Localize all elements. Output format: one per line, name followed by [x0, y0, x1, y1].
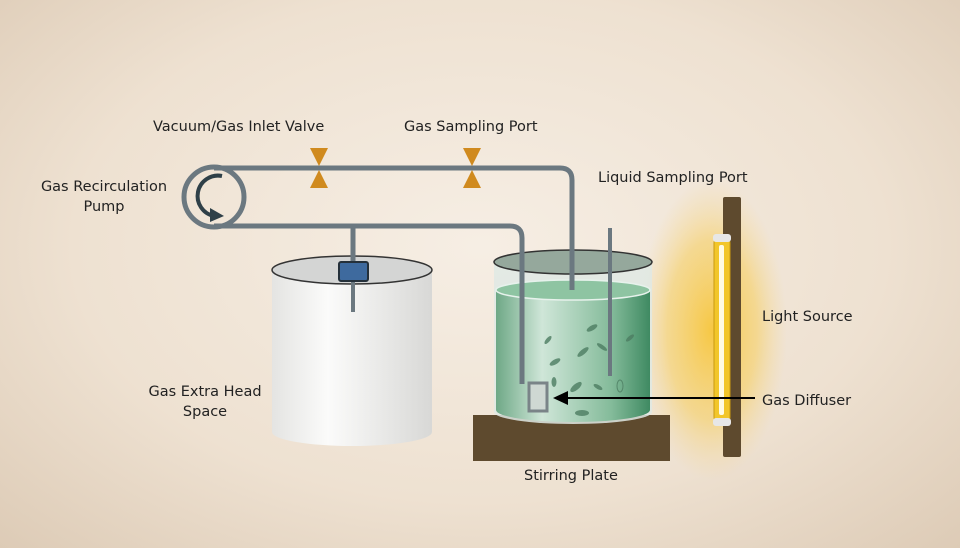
photo-reactor: [493, 228, 653, 424]
gas-diffuser-pointer-arrow: [553, 391, 755, 405]
label-line: Pump: [83, 199, 125, 215]
label-stirring-plate: Stirring Plate: [524, 468, 618, 484]
label-gas-extra-head-space: Gas Extra Head Space: [140, 382, 270, 422]
gas-sampling-port-valve-icon: [463, 148, 481, 188]
light-glow: [637, 180, 787, 480]
label-vacuum-gas-inlet-valve: Vacuum/Gas Inlet Valve: [153, 119, 325, 135]
gas-diffuser: [527, 381, 549, 413]
headspace-connector: [338, 261, 369, 282]
label-light-source: Light Source: [762, 309, 853, 325]
label-gas-recirculation-pump: Gas Recirculation Pump: [36, 177, 172, 217]
label-gas-diffuser: Gas Diffuser: [762, 393, 852, 409]
label-gas-sampling-port: Gas Sampling Port: [404, 119, 538, 135]
label-line: Gas Extra Head: [148, 384, 262, 400]
gas-lines: [214, 165, 575, 384]
label-liquid-sampling-port: Liquid Sampling Port: [598, 170, 748, 186]
vacuum-gas-inlet-valve-icon: [310, 148, 328, 188]
light-source-lamp: [713, 234, 731, 426]
label-line: Gas Recirculation: [40, 179, 168, 195]
pump-rotation-arrow-icon: [195, 173, 224, 222]
gas-headspace-vessel: [271, 255, 433, 446]
gas-recirculation-pump: [181, 164, 247, 230]
label-line: Space: [182, 404, 228, 420]
